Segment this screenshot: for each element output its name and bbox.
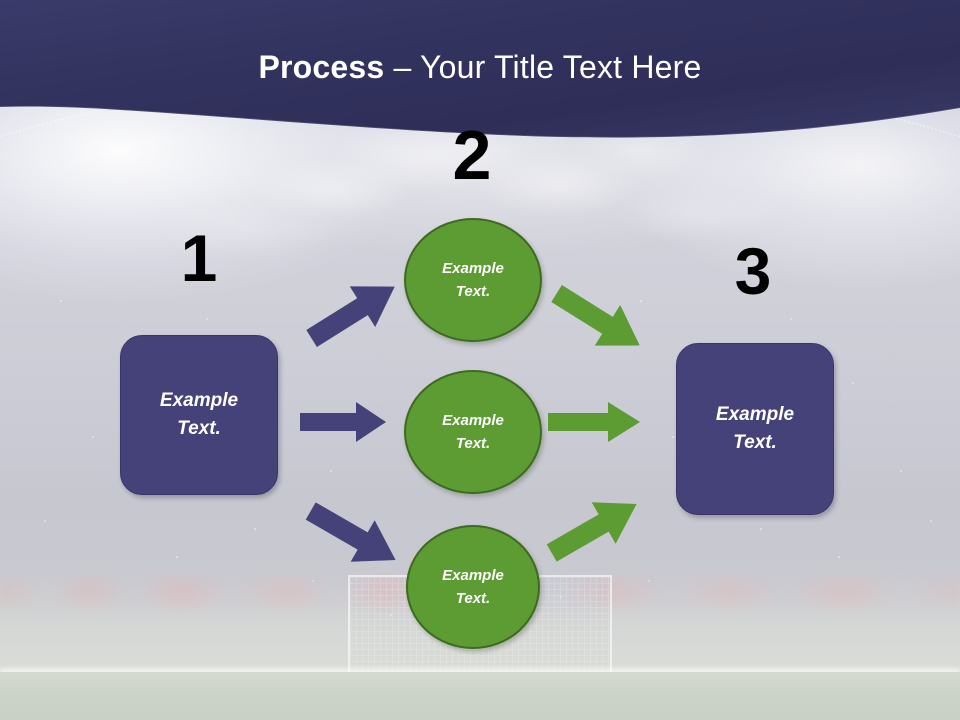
arrow-green-up-icon — [541, 492, 649, 564]
page-title: Process – Your Title Text Here — [0, 49, 960, 85]
middle-node-2-label-line2: Text. — [455, 435, 491, 452]
middle-node-circle-1[interactable]: Example Text. — [404, 218, 542, 342]
end-node-label-line1: Example — [715, 404, 795, 426]
start-node-label-line1: Example — [159, 390, 239, 412]
page-title-rest: Your Title Text Here — [420, 49, 702, 85]
middle-node-3-label-line2: Text. — [455, 590, 491, 607]
middle-node-circle-3[interactable]: Example Text. — [406, 525, 540, 649]
end-node-label-line2: Text. — [733, 432, 777, 453]
step-number-2: 2 — [452, 116, 492, 194]
page-title-bold: Process — [258, 49, 385, 85]
header-wave-shape — [0, 0, 960, 139]
arrow-navy-up-icon — [300, 276, 408, 348]
slide-header: Process – Your Title Text Here — [0, 0, 960, 160]
step-number-3: 3 — [734, 234, 772, 308]
arrow-navy-down-icon — [300, 500, 408, 572]
page-title-dash: – — [384, 49, 421, 85]
arrow-navy-right-icon — [298, 400, 388, 444]
middle-node-2-label-line1: Example — [442, 411, 504, 429]
start-node-label-line2: Text. — [177, 418, 221, 439]
end-node-box[interactable]: Example Text. — [676, 343, 834, 515]
middle-node-1-label-line1: Example — [442, 259, 504, 277]
middle-node-circle-2[interactable]: Example Text. — [404, 370, 542, 494]
step-number-1: 1 — [180, 221, 218, 295]
pitch-grass — [0, 672, 960, 720]
start-node-box[interactable]: Example Text. — [120, 335, 278, 495]
arrow-green-right-icon — [546, 400, 642, 444]
arrow-green-down-icon — [545, 284, 653, 356]
middle-node-1-label-line2: Text. — [455, 283, 491, 300]
middle-node-3-label-line1: Example — [442, 566, 504, 584]
